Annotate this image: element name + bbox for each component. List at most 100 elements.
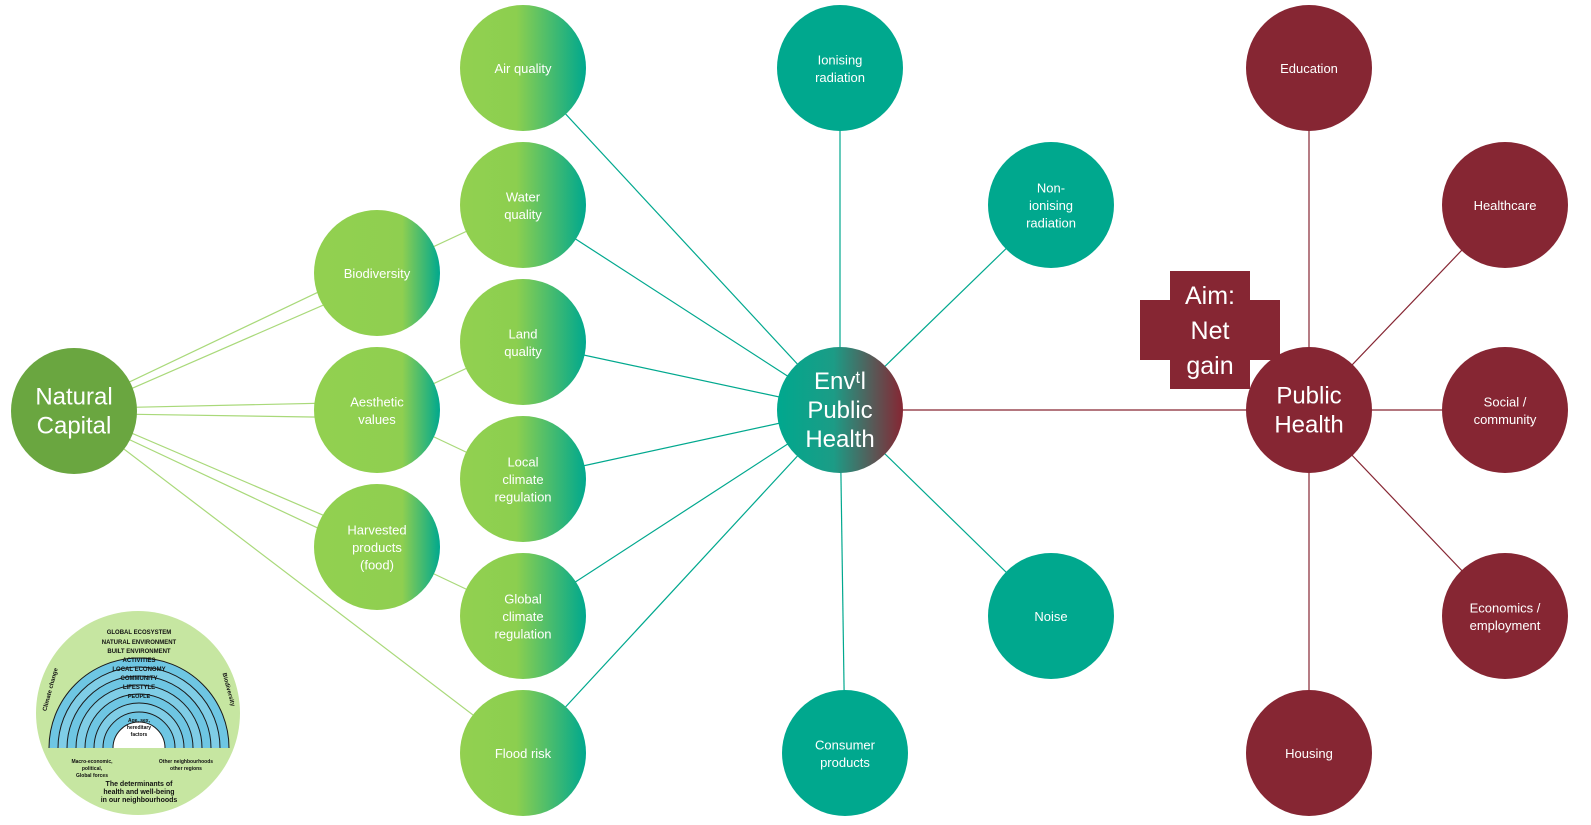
- node-global-climate-label-2: climate: [502, 609, 543, 624]
- inset-ring-7: LIFESTYLE: [123, 685, 155, 691]
- node-consumer-products-circle: [782, 690, 908, 816]
- node-envl-public-health-label-1: Envᵗl: [814, 368, 866, 395]
- node-harvested-products-label-3: (food): [360, 558, 394, 573]
- node-aesthetic-values-label-1: Aesthetic: [350, 394, 404, 409]
- connector-flood-risk-to-envl-public-health: [522, 409, 841, 754]
- node-biodiversity-circle: [314, 210, 440, 336]
- node-local-climate-label-3: regulation: [494, 490, 551, 505]
- inset-ring-3: BUILT ENVIRONMENT: [107, 649, 171, 655]
- node-housing: Housing: [1246, 690, 1372, 816]
- node-consumer-products: Consumer products: [782, 690, 908, 816]
- inset-ring-6: COMMUNITY: [121, 676, 158, 682]
- inset-caption-3: in our neighbourhoods: [101, 797, 178, 804]
- node-air-quality-label-1: Air quality: [494, 61, 552, 76]
- node-global-climate-label-1: Global: [504, 592, 542, 607]
- node-economics-employment-label-1: Economics /: [1470, 600, 1541, 615]
- aim-net-gain-box: Aim: Net gain: [1140, 271, 1280, 389]
- node-harvested-products-label-2: products: [352, 540, 402, 555]
- determinants-inset-image: GLOBAL ECOSYSTEM NATURAL ENVIRONMENT BUI…: [36, 611, 240, 815]
- node-public-health-label-2: Health: [1274, 412, 1343, 439]
- node-land-quality-circle: [460, 279, 586, 405]
- node-envl-public-health-circle: [777, 347, 903, 473]
- aim-line-3: gain: [1186, 352, 1233, 380]
- inset-ring-1: GLOBAL ECOSYSTEM: [107, 630, 172, 636]
- node-healthcare-label-1: Healthcare: [1474, 198, 1537, 213]
- node-land-quality: Land quality: [460, 279, 586, 405]
- node-housing-circle: [1246, 690, 1372, 816]
- aim-line-1: Aim:: [1185, 282, 1235, 310]
- node-ionising-radiation-label-1: Ionising: [818, 52, 863, 67]
- node-natural-capital-circle: [11, 348, 137, 474]
- inset-bottom-right-1: Other neighbourhoods: [159, 759, 213, 765]
- node-water-quality-label-1: Water: [506, 189, 541, 204]
- node-flood-risk-circle: [460, 690, 586, 816]
- node-economics-employment-label-2: employment: [1470, 618, 1541, 633]
- node-global-climate-circle: [460, 553, 586, 679]
- node-ionising-radiation-circle: [777, 5, 903, 131]
- node-consumer-products-label-1: Consumer: [815, 737, 876, 752]
- node-land-quality-label-1: Land: [509, 326, 538, 341]
- node-public-health-circle: [1246, 347, 1372, 473]
- aim-line-2: Net: [1191, 317, 1230, 345]
- node-water-quality-label-2: quality: [504, 207, 542, 222]
- node-non-ionising-radiation-circle: [988, 142, 1114, 268]
- node-biodiversity-label-1: Biodiversity: [344, 266, 411, 281]
- node-social-community: Social / community: [1442, 347, 1568, 473]
- node-harvested-products-label-1: Harvested: [347, 523, 406, 538]
- node-local-climate-label-1: Local: [507, 455, 538, 470]
- node-ionising-radiation-label-2: radiation: [815, 70, 865, 85]
- node-natural-capital-label-2: Capital: [37, 413, 112, 440]
- node-flood-risk-label-1: Flood risk: [495, 746, 552, 761]
- node-consumer-products-label-2: products: [820, 755, 870, 770]
- inset-ring-5: LOCAL ECONOMY: [112, 667, 165, 673]
- inset-center-2: hereditary: [127, 725, 151, 731]
- inset-ring-8: PEOPLE: [128, 694, 151, 700]
- inset-center-1: Age, sex,: [128, 718, 151, 724]
- node-noise-circle: [988, 553, 1114, 679]
- node-noise: Noise: [988, 553, 1114, 679]
- node-envl-public-health-label-3: Health: [805, 426, 874, 453]
- node-land-quality-label-2: quality: [504, 344, 542, 359]
- node-public-health-label-1: Public: [1276, 383, 1341, 410]
- node-education: Education: [1246, 5, 1372, 131]
- node-global-climate-label-3: regulation: [494, 627, 551, 642]
- inset-ring-2: NATURAL ENVIRONMENT: [102, 640, 177, 646]
- node-water-quality-circle: [460, 142, 586, 268]
- node-harvested-products-circle: [314, 484, 440, 610]
- node-biodiversity: Biodiversity: [314, 210, 440, 336]
- connector-air-quality-to-envl-public-health: [522, 67, 841, 411]
- node-flood-risk: Flood risk: [460, 690, 586, 816]
- node-aesthetic-values-label-2: values: [358, 412, 396, 427]
- node-housing-label-1: Housing: [1285, 746, 1333, 761]
- node-global-climate: Global climate regulation: [460, 553, 586, 679]
- node-noise-label-1: Noise: [1034, 609, 1067, 624]
- node-education-label-1: Education: [1280, 61, 1338, 76]
- inset-caption-1: The determinants of: [106, 781, 174, 788]
- node-local-climate-label-2: climate: [502, 472, 543, 487]
- node-aesthetic-values: Aesthetic values: [314, 347, 440, 473]
- node-economics-employment-circle: [1442, 553, 1568, 679]
- node-economics-employment: Economics / employment: [1442, 553, 1568, 679]
- node-ionising-radiation: Ionising radiation: [777, 5, 903, 131]
- node-non-ionising-radiation-label-1: Non-: [1037, 181, 1065, 196]
- inset-bottom-left-2: political,: [82, 766, 103, 772]
- node-water-quality: Water quality: [460, 142, 586, 268]
- node-local-climate-circle: [460, 416, 586, 542]
- node-envl-public-health-label-2: Public: [807, 397, 872, 424]
- connector-global-climate-to-envl-public-health: [522, 409, 841, 617]
- node-air-quality-circle: [460, 5, 586, 131]
- node-harvested-products: Harvested products (food): [314, 484, 440, 610]
- node-social-community-label-1: Social /: [1484, 394, 1527, 409]
- node-social-community-label-2: community: [1474, 412, 1537, 427]
- node-education-circle: [1246, 5, 1372, 131]
- connector-natural-capital-to-flood-risk: [73, 410, 524, 754]
- node-natural-capital-label-1: Natural: [35, 384, 112, 411]
- inset-ring-4: ACTIVITIES: [122, 658, 155, 664]
- inset-bottom-left-1: Macro-economic,: [71, 759, 113, 765]
